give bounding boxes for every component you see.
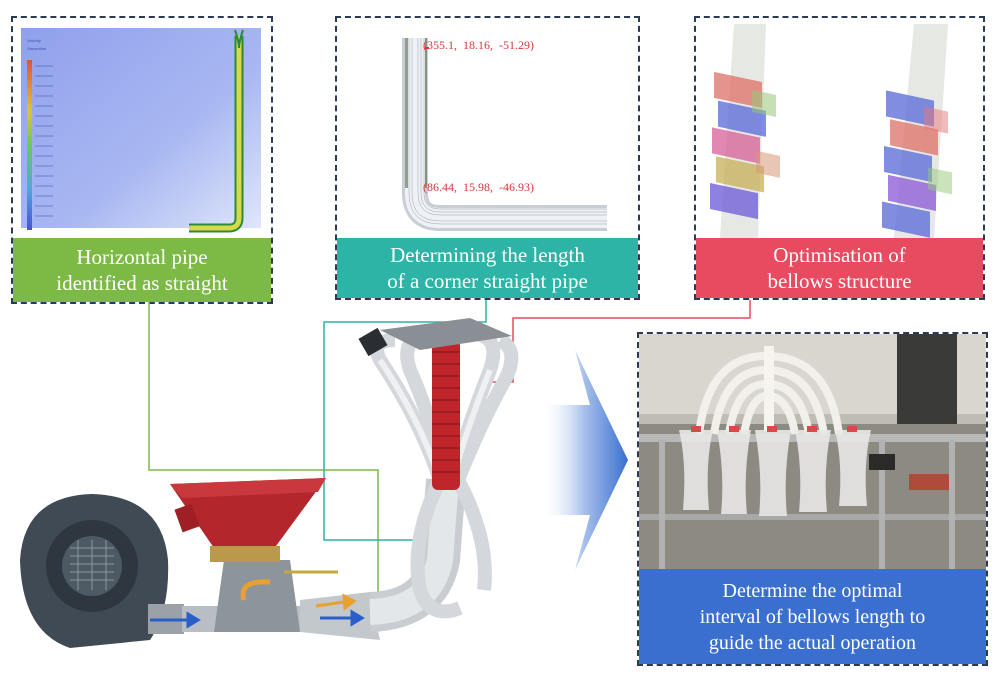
bellows-icon xyxy=(432,340,460,490)
svg-text:Velocity: Velocity xyxy=(27,38,41,43)
caption-line: interval of bellows length to xyxy=(699,605,926,628)
connector-line-red xyxy=(486,300,751,383)
corner-pipe-image xyxy=(337,18,638,238)
caption-line: Optimisation of xyxy=(773,243,906,267)
caption-line: of a corner straight pipe xyxy=(387,269,588,293)
caption-actual-operation: Determine the optimal interval of bellows… xyxy=(639,569,986,664)
caption-line: bellows structure xyxy=(767,269,912,293)
caption-line: Determining the length xyxy=(390,243,585,267)
caption-line: Determine the optimal xyxy=(722,579,903,602)
connector-line-teal xyxy=(323,300,487,541)
test-bench-photo xyxy=(639,334,986,569)
coordinate-label-top: (355.1, 18.16, -51.29) xyxy=(423,38,534,52)
caption-line: Horizontal pipe xyxy=(76,245,208,269)
connector-line-green xyxy=(148,302,379,608)
svg-text:Streamline: Streamline xyxy=(27,46,47,51)
coordinate-label-bottom: (86.44, 15.98, -46.93) xyxy=(423,180,534,194)
bellows-icon xyxy=(710,24,780,238)
hopper-icon xyxy=(170,478,326,548)
bellows-structure-image xyxy=(696,18,983,238)
blower-icon xyxy=(20,494,184,648)
caption-line: identified as straight xyxy=(56,271,228,295)
panel-actual-operation: Determine the optimal interval of bellows… xyxy=(637,332,988,666)
panel-corner-pipe: (355.1, 18.16, -51.29) (86.44, 15.98, -4… xyxy=(335,16,640,300)
caption-line: guide the actual operation xyxy=(708,631,917,654)
velocity-contour-image: Velocity Streamline xyxy=(21,28,261,233)
